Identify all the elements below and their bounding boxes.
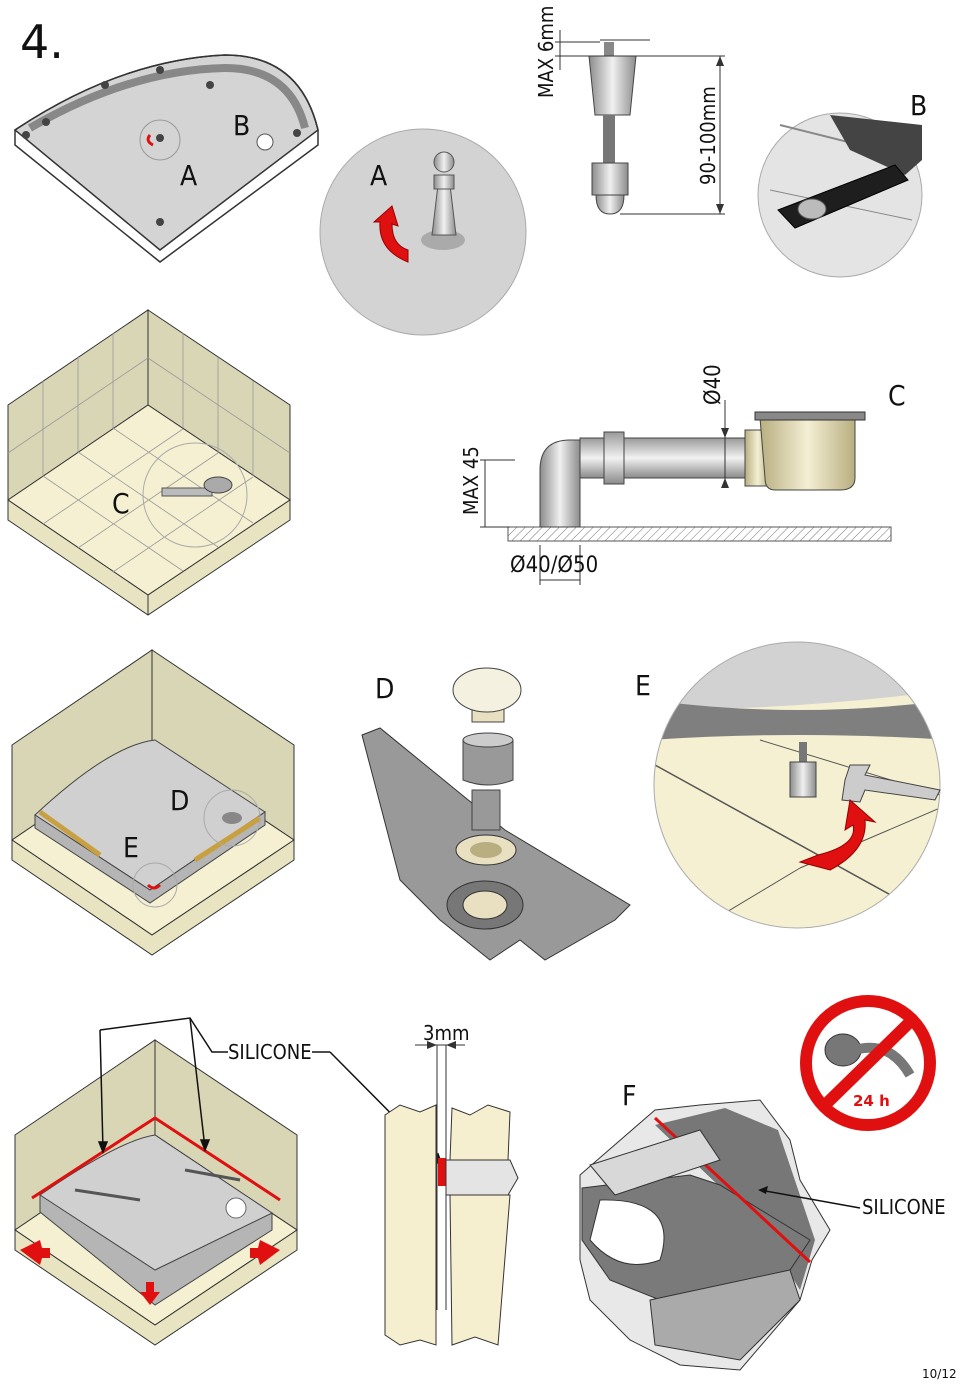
room-c [7, 309, 291, 616]
drain-assembly [361, 667, 631, 961]
dim-outlet-diameter: Ø40/Ø50 [510, 553, 598, 578]
dim-leg-height: 90-100mm [696, 86, 720, 185]
label-c-room: C [112, 487, 130, 520]
silicone-label-right: SILICONE [862, 1195, 946, 1219]
dim-max-height: MAX 45 [459, 446, 483, 515]
label-d-detail: D [375, 672, 394, 705]
label-e-room: E [123, 831, 139, 864]
label-c-detail: C [888, 379, 906, 412]
label-a-detail: A [370, 159, 388, 192]
adjustable-leg [555, 30, 725, 215]
dim-pipe-diameter: Ø40 [701, 364, 726, 405]
silicone-label-left: SILICONE [228, 1040, 312, 1064]
dim-max-thread: MAX 6mm [534, 6, 558, 98]
detail-circle-e [653, 641, 941, 929]
tray-top-view [13, 54, 319, 263]
label-a-main: A [180, 159, 198, 192]
label-b-main: B [233, 109, 250, 142]
wall-section [384, 1041, 519, 1346]
label-d-room: D [170, 784, 189, 817]
drain-section [480, 400, 892, 585]
detail-circle-b [757, 112, 923, 278]
label-e-detail: E [635, 669, 651, 702]
label-f-detail: F [622, 1079, 637, 1112]
label-b-detail: B [910, 89, 927, 122]
dim-gap: 3mm [423, 1021, 470, 1045]
room-de [11, 649, 295, 956]
room-silicone [14, 1039, 298, 1346]
step-number: 4. [20, 15, 64, 69]
detail-f [579, 1099, 861, 1371]
no-shower-sign [800, 995, 936, 1131]
prohibition-duration: 24 h [853, 1092, 890, 1110]
page-number: 10/12 [922, 1367, 957, 1381]
detail-circle-a [319, 128, 527, 336]
